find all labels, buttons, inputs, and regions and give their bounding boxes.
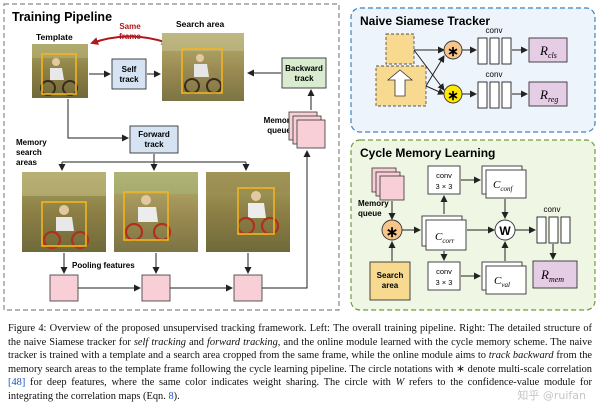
- template-feature-box: [375, 33, 427, 107]
- training-pipeline-title: Training Pipeline: [12, 10, 112, 24]
- svg-text:∗: ∗: [386, 224, 399, 241]
- memory-queue-right-stack: [371, 167, 405, 201]
- conv-stack-reg: [477, 81, 512, 109]
- svg-text:∗: ∗: [447, 87, 459, 103]
- conv3x3-top-label-1: conv: [436, 171, 452, 180]
- caption-track-backward: track backward: [488, 350, 554, 362]
- search-area-right-label-2: area: [382, 281, 399, 290]
- r-reg-box: [528, 81, 568, 107]
- memory-search-image-1: [22, 172, 106, 252]
- conv-label-mem: conv: [544, 205, 561, 214]
- search-area-right-label-1: Search: [377, 271, 404, 280]
- forward-track-box: [129, 125, 179, 154]
- conv3x3-bottom-box: [427, 261, 461, 291]
- caption-forward-tracking: forward tracking: [207, 336, 278, 348]
- c-conf-label: Cconf: [493, 179, 513, 193]
- conv3x3-top-box: [427, 165, 461, 195]
- c-val-label: Cval: [494, 275, 510, 289]
- citation-link-48[interactable]: [48]: [8, 377, 26, 389]
- conv3x3-bottom-label-2: 3 × 3: [436, 278, 453, 287]
- watermark: 知乎 @ruifan: [517, 389, 586, 402]
- backward-track-label-2: track: [294, 74, 314, 83]
- naive-siamese-title: Naive Siamese Tracker: [360, 14, 490, 28]
- memory-queue-label-1: Memory: [264, 116, 295, 125]
- r-reg-label: Rreg: [539, 87, 558, 104]
- self-track-box: [111, 58, 147, 90]
- search-area-label: Search area: [176, 19, 224, 29]
- pooling-feature-2: [141, 274, 171, 302]
- backward-track-box: [281, 57, 327, 89]
- template-label: Template: [36, 32, 73, 42]
- self-track-label-1: Self: [122, 65, 137, 74]
- memory-queue-right-label-1: Memory: [358, 199, 389, 208]
- conv-stack-cls: [477, 37, 512, 65]
- conv-label-reg: conv: [486, 70, 503, 79]
- conv-label-cls: conv: [486, 26, 503, 35]
- pooling-features-label: Pooling features: [72, 261, 135, 270]
- figure-diagram: Training Pipeline Template Same frame Se…: [3, 3, 596, 311]
- same-frame-label-1: Same: [119, 22, 141, 31]
- memory-queue-stack: [288, 111, 326, 149]
- memory-search-image-3: [206, 172, 290, 252]
- caption-text-1: Overview of the proposed unsupervised tr…: [8, 323, 592, 348]
- c-corr-label: Ccorr: [435, 231, 455, 245]
- equation-link-8[interactable]: 8: [168, 390, 174, 402]
- c-corr-stack: [421, 215, 467, 251]
- svg-text:∗: ∗: [447, 43, 459, 59]
- caption-fig-label: Figure 4:: [8, 323, 47, 334]
- caption-text-2: and: [185, 336, 208, 348]
- memory-search-areas-label-1: Memory: [16, 138, 47, 147]
- c-conf-stack: [481, 165, 527, 199]
- same-frame-arrow: [90, 35, 170, 45]
- r-cls-box: [528, 37, 568, 63]
- memory-search-areas-label-2: search: [16, 148, 42, 157]
- conv3x3-bottom-label-1: conv: [436, 267, 452, 276]
- search-area-image: [162, 33, 244, 101]
- conv-stack-mem: [536, 216, 571, 244]
- cycle-memory-title: Cycle Memory Learning: [360, 146, 495, 160]
- forward-track-label-1: Forward: [138, 130, 170, 139]
- r-mem-box: [532, 260, 578, 289]
- forward-track-label-2: track: [144, 140, 164, 149]
- figure-caption: Figure 4: Overview of the proposed unsup…: [8, 322, 592, 404]
- memory-search-areas-label-3: areas: [16, 158, 37, 167]
- self-track-label-2: track: [119, 75, 139, 84]
- memory-queue-right-label-2: queue: [358, 209, 382, 218]
- caption-text-4: from the memory search areas to the temp…: [8, 350, 593, 375]
- backward-track-label-1: Backward: [285, 64, 323, 73]
- caption-text-7: ).: [173, 390, 180, 402]
- same-frame-label-2: frame: [119, 32, 141, 41]
- pooling-feature-1: [49, 274, 79, 302]
- memory-queue-label-2: queue: [267, 126, 291, 135]
- conv3x3-top-label-2: 3 × 3: [436, 182, 453, 191]
- caption-text-5: for deep features, where the same color …: [25, 377, 396, 389]
- r-mem-label: Rmem: [540, 267, 564, 284]
- pooling-feature-3: [233, 274, 263, 302]
- caption-w-italic: W: [395, 377, 405, 389]
- w-symbol: W: [499, 224, 511, 238]
- caption-text-6: refers to the confidence-value module fo…: [8, 377, 592, 402]
- c-val-stack: [481, 261, 527, 295]
- search-area-box: [369, 261, 411, 301]
- memory-search-image-2: [114, 172, 198, 252]
- caption-self-tracking: self tracking: [133, 336, 186, 348]
- template-image: [32, 44, 88, 98]
- r-cls-label: Rcls: [539, 43, 557, 60]
- caption-text-3: , and the online module learned with the…: [8, 336, 592, 362]
